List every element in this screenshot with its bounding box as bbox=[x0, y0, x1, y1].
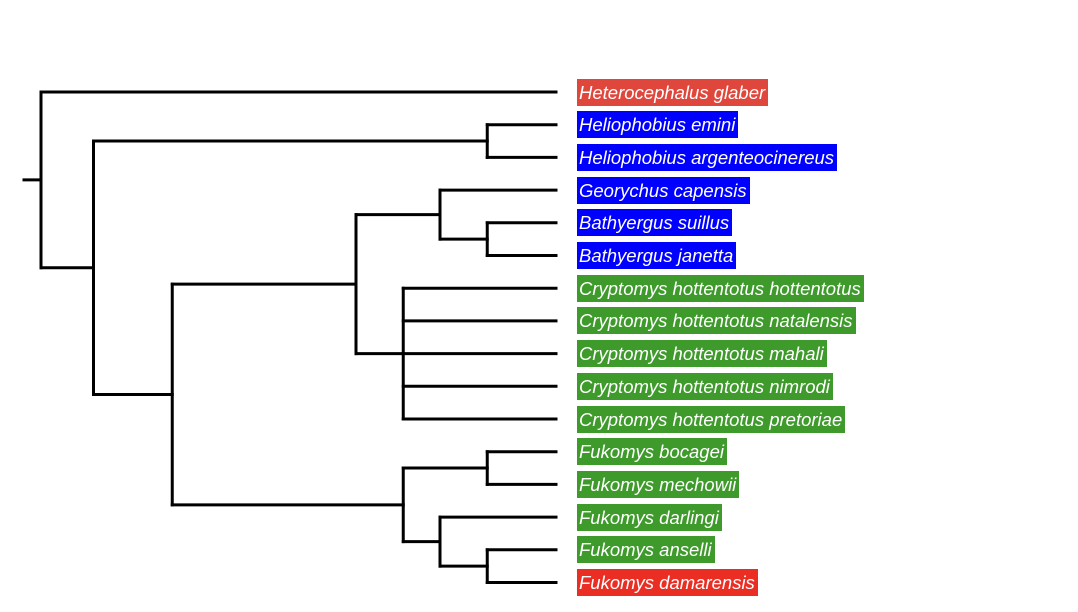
taxon-label: Bathyergus suillus bbox=[577, 209, 733, 237]
taxon-label: Cryptomys hottentotus natalensis bbox=[577, 307, 856, 335]
taxon-label: Fukomys bocagei bbox=[577, 438, 727, 466]
taxon-label: Cryptomys hottentotus nimrodi bbox=[577, 372, 833, 400]
taxon-label: Cryptomys hottentotus mahali bbox=[577, 340, 827, 368]
taxon-label: Georychus capensis bbox=[577, 176, 750, 204]
taxon-label: Fukomys damarensis bbox=[577, 569, 758, 596]
taxon-label: Bathyergus janetta bbox=[577, 242, 737, 269]
taxon-label: Heterocephalus glaber bbox=[577, 78, 769, 106]
taxon-label: Fukomys mechowii bbox=[577, 470, 740, 498]
taxon-label: Heliophobius emini bbox=[577, 111, 739, 139]
taxon-label: Fukomys anselli bbox=[577, 536, 715, 564]
taxon-label: Fukomys darlingi bbox=[577, 503, 722, 531]
taxon-label: Cryptomys hottentotus hottentotus bbox=[577, 274, 864, 302]
taxon-label: Heliophobius argenteocinereus bbox=[577, 143, 838, 171]
taxon-label: Cryptomys hottentotus pretoriae bbox=[577, 405, 846, 433]
